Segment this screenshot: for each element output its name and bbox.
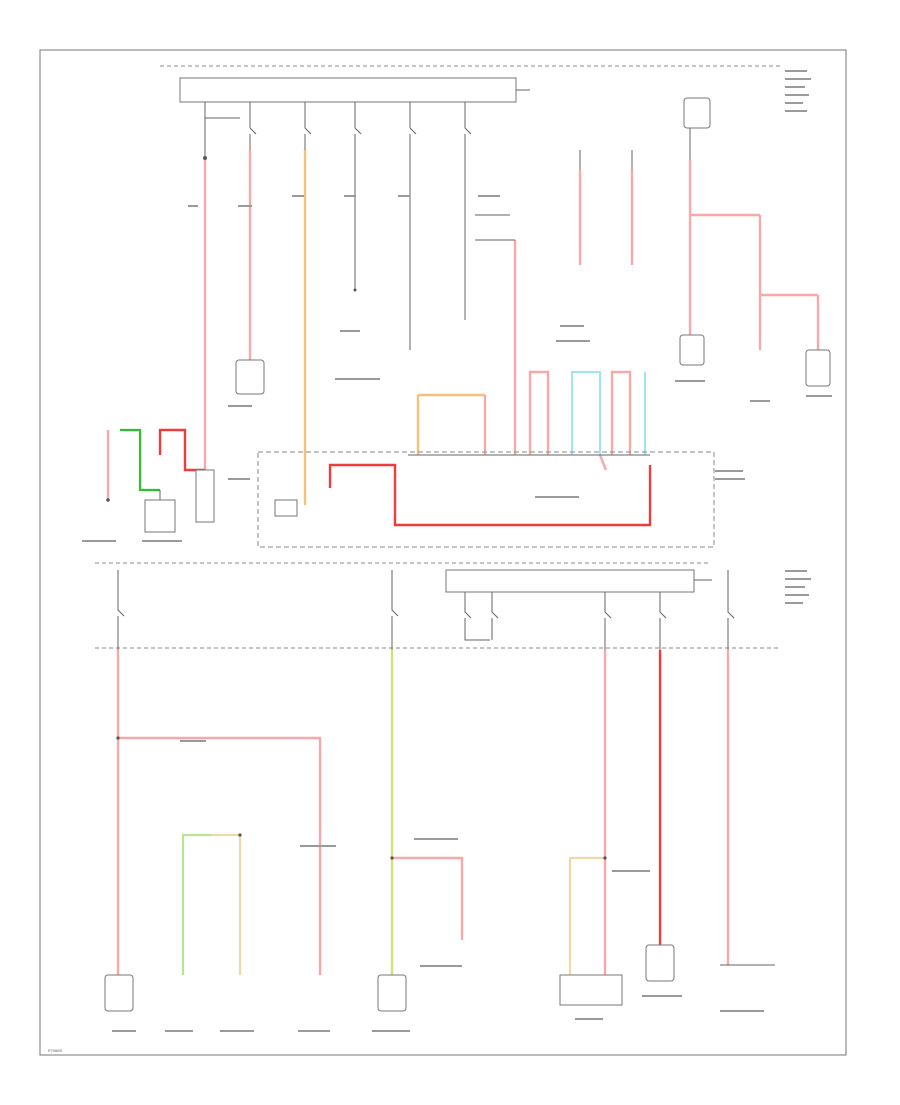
right-label-lines-bottom	[785, 570, 811, 604]
battery-symbol	[195, 469, 215, 523]
wire-label-marks	[82, 195, 832, 1032]
upper-fuse-bus-bar	[179, 77, 517, 103]
connector-loop-3	[610, 370, 632, 455]
wire-tan-right	[568, 856, 605, 975]
junction-internal-bus	[328, 463, 652, 527]
connector-loop-2	[571, 371, 601, 455]
cluster-module-bottom	[559, 974, 623, 1006]
brake-switch	[104, 974, 134, 1012]
stop-lamp-switch	[645, 944, 675, 982]
right-label-lines	[785, 70, 811, 112]
starter-power-wire	[158, 428, 205, 472]
starter-motor	[144, 499, 176, 533]
diagram-frame	[39, 49, 847, 1056]
ignition-switch-module	[377, 974, 407, 1012]
junction-box	[257, 451, 715, 548]
bottom-fuse-block-section	[95, 562, 811, 1012]
cluster-module-top	[235, 359, 265, 395]
junction-inner-part	[274, 499, 298, 517]
figure-code: P70669	[48, 1048, 63, 1053]
rear-switch-module	[805, 349, 831, 387]
fuse-symbols-top	[249, 127, 472, 150]
relay-top-right	[683, 97, 711, 129]
wire-bottom-branch	[118, 736, 322, 975]
connector-loop-1	[528, 370, 550, 455]
wire-tan-loop	[212, 833, 242, 975]
lower-fuse-bus-bar	[445, 569, 695, 593]
wire-yellow-branch	[392, 856, 464, 940]
top-fuse-block-section	[106, 65, 831, 548]
starter-signal-wire	[120, 428, 160, 492]
wire-green-loop	[181, 833, 212, 975]
passenger-switch-module	[679, 334, 705, 366]
